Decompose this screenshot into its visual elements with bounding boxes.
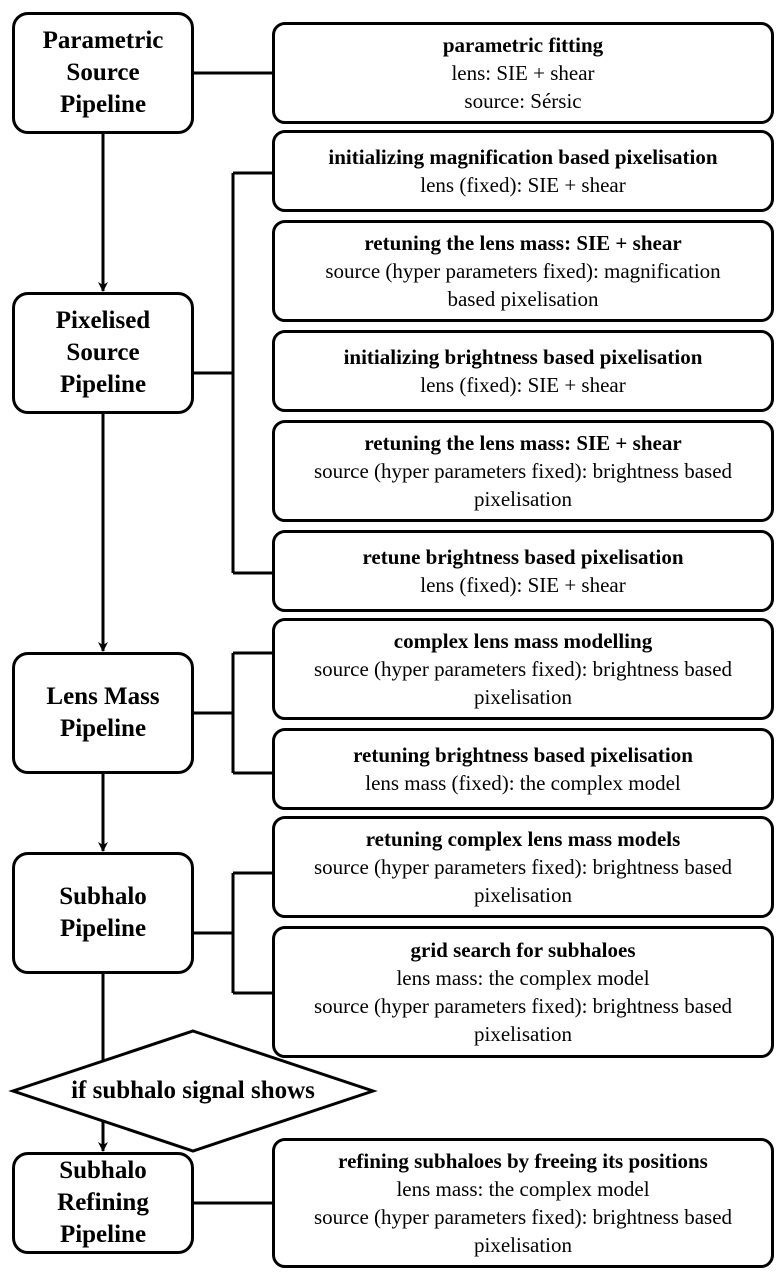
pipeline-label-line: Subhalo [59, 1157, 147, 1184]
step-title: retuning the lens mass: SIE + shear [364, 231, 682, 255]
step-detail: source (hyper parameters fixed): brightn… [313, 657, 733, 681]
step-title: retuning complex lens mass models [365, 827, 681, 851]
pipeline-label-line: Pipeline [59, 915, 147, 942]
subhalo-refining-pipeline-box: Subhalo Refining Pipeline [12, 1152, 194, 1254]
pipeline-label-line: Pipeline [59, 371, 147, 398]
step-detail: based pixelisation [447, 287, 599, 311]
bracket-pixelised [193, 171, 273, 575]
pixelised-source-pipeline-box: Pixelised Source Pipeline [12, 292, 194, 414]
step-init-magnification-pixelisation: initializing magnification based pixelis… [272, 130, 774, 212]
step-detail: pixelisation [474, 1022, 572, 1046]
pipeline-label-line: Parametric [42, 27, 164, 54]
step-detail: pixelisation [474, 685, 572, 709]
step-title: initializing brightness based pixelisati… [343, 345, 703, 369]
step-detail: lens mass (fixed): the complex model [365, 771, 681, 795]
step-title: initializing magnification based pixelis… [328, 145, 718, 169]
step-detail: source (hyper parameters fixed): magnifi… [325, 259, 721, 283]
step-detail: source (hyper parameters fixed): brightn… [313, 1205, 733, 1229]
step-retune-lens-mass-magnification: retuning the lens mass: SIE + shear sour… [272, 220, 774, 322]
step-detail: lens (fixed): SIE + shear [420, 373, 626, 397]
bracket-subhalo [193, 871, 273, 995]
step-complex-lens-mass-modelling: complex lens mass modelling source (hype… [272, 618, 774, 720]
pipeline-label-line: Pixelised [55, 307, 151, 334]
step-detail: source: Sérsic [464, 89, 582, 113]
step-refine-subhaloes: refining subhaloes by freeing its positi… [272, 1138, 774, 1268]
step-detail: pixelisation [474, 883, 572, 907]
step-grid-search-subhaloes: grid search for subhaloes lens mass: the… [272, 926, 774, 1058]
step-detail: pixelisation [474, 487, 572, 511]
step-detail: lens (fixed): SIE + shear [420, 173, 626, 197]
pipeline-label-line: Pipeline [59, 715, 147, 742]
subhalo-pipeline-box: Subhalo Pipeline [12, 852, 194, 974]
step-retune-brightness-pixelisation: retune brightness based pixelisation len… [272, 530, 774, 612]
decision-label: if subhalo signal shows [71, 1077, 315, 1104]
step-parametric-fitting: parametric fitting lens: SIE + shear sou… [272, 22, 774, 124]
step-detail: lens: SIE + shear [451, 61, 595, 85]
step-title: retune brightness based pixelisation [362, 545, 684, 569]
decision-diamond [8, 1029, 378, 1153]
step-detail: pixelisation [474, 1233, 572, 1257]
lens-mass-pipeline-box: Lens Mass Pipeline [12, 652, 194, 774]
bracket-lens-mass [193, 651, 273, 775]
pipeline-label-line: Refining [57, 1189, 149, 1216]
step-title: grid search for subhaloes [410, 938, 636, 962]
pipeline-label-line: Lens Mass [46, 683, 160, 710]
step-detail: source (hyper parameters fixed): brightn… [313, 459, 733, 483]
step-title: complex lens mass modelling [393, 629, 653, 653]
step-retune-brightness-complex: retuning brightness based pixelisation l… [272, 728, 774, 810]
pipeline-label-line: Pipeline [59, 1221, 147, 1248]
step-detail: source (hyper parameters fixed): brightn… [313, 855, 733, 879]
step-init-brightness-pixelisation: initializing brightness based pixelisati… [272, 330, 774, 412]
step-title: parametric fitting [442, 33, 604, 57]
pipeline-label-line: Source [66, 59, 140, 86]
step-detail: lens mass: the complex model [396, 1177, 650, 1201]
step-detail: lens mass: the complex model [396, 966, 650, 990]
parametric-source-pipeline-box: Parametric Source Pipeline [12, 12, 194, 134]
step-title: retuning brightness based pixelisation [353, 743, 693, 767]
step-detail: lens (fixed): SIE + shear [420, 573, 626, 597]
step-retune-lens-mass-brightness: retuning the lens mass: SIE + shear sour… [272, 420, 774, 522]
pipeline-label-line: Pipeline [59, 91, 147, 118]
step-detail: source (hyper parameters fixed): brightn… [313, 994, 733, 1018]
step-title: retuning the lens mass: SIE + shear [364, 431, 682, 455]
pipeline-label-line: Subhalo [59, 883, 147, 910]
pipeline-label-line: Source [66, 339, 140, 366]
step-retune-complex-lens-mass: retuning complex lens mass models source… [272, 816, 774, 918]
step-title: refining subhaloes by freeing its positi… [338, 1149, 708, 1173]
